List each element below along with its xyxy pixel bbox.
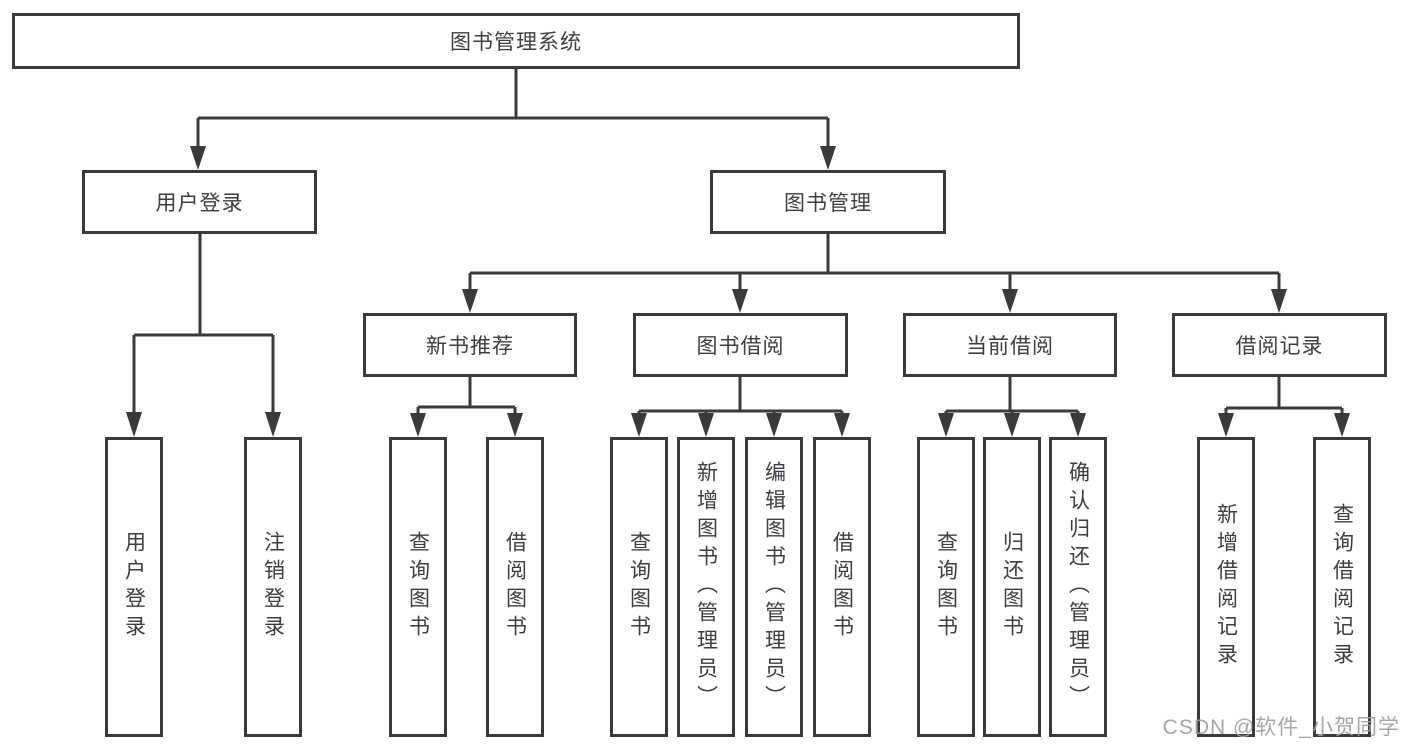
leaf-logout-label: 注销登录 xyxy=(261,531,285,643)
leaf-borrow-edit-books-admin-label: 编辑图书（管理员） xyxy=(762,461,786,713)
leaf-borrow-add-books-admin-label: 新增图书（管理员） xyxy=(694,461,718,713)
node-new-book-recommend: 新书推荐 xyxy=(363,313,577,377)
node-book-borrow: 图书借阅 xyxy=(633,313,848,377)
leaf-current-confirm-return-admin-label: 确认归还（管理员） xyxy=(1066,461,1090,713)
connector-bookborrow-children xyxy=(637,377,844,421)
leaf-newbook-query-books: 查询图书 xyxy=(389,437,447,737)
csdn-watermark: CSDN @软件_小贺同学 xyxy=(1162,716,1400,739)
leaf-newbook-borrow-books-label: 借阅图书 xyxy=(503,531,527,643)
leaf-borrow-borrow-books-label: 借阅图书 xyxy=(830,531,854,643)
leaf-current-confirm-return-admin: 确认归还（管理员） xyxy=(1049,437,1107,737)
node-book-management: 图书管理 xyxy=(710,170,946,234)
node-user-login: 用户登录 xyxy=(82,170,317,234)
leaf-logout: 注销登录 xyxy=(244,437,302,737)
leaf-current-return-books: 归还图书 xyxy=(983,437,1041,737)
connector-root-to-level2 xyxy=(196,69,830,152)
leaf-current-query-books-label: 查询图书 xyxy=(934,531,958,643)
connector-newbook-children xyxy=(416,377,517,420)
leaf-current-return-books-label: 归还图书 xyxy=(1000,531,1024,643)
leaf-records-query-borrow-record: 查询借阅记录 xyxy=(1313,437,1371,737)
leaf-newbook-borrow-books: 借阅图书 xyxy=(486,437,544,737)
leaf-borrow-query-books-label: 查询图书 xyxy=(627,531,651,643)
leaf-borrow-borrow-books: 借阅图书 xyxy=(813,437,871,737)
leaf-newbook-query-books-label: 查询图书 xyxy=(406,531,430,643)
node-borrow-records: 借阅记录 xyxy=(1172,313,1387,377)
leaf-current-query-books: 查询图书 xyxy=(917,437,975,737)
node-current-borrow: 当前借阅 xyxy=(903,313,1117,377)
leaf-borrow-query-books: 查询图书 xyxy=(610,437,668,737)
arrowheads xyxy=(126,146,1350,437)
leaf-user-login: 用户登录 xyxy=(105,437,163,737)
leaf-borrow-edit-books-admin: 编辑图书（管理员） xyxy=(745,437,803,737)
leaf-records-add-borrow-record-label: 新增借阅记录 xyxy=(1214,503,1238,671)
node-library-management-system: 图书管理系统 xyxy=(12,13,1020,69)
leaf-user-login-label: 用户登录 xyxy=(122,531,146,643)
leaf-borrow-add-books-admin: 新增图书（管理员） xyxy=(677,437,735,737)
leaf-records-add-borrow-record: 新增借阅记录 xyxy=(1197,437,1255,737)
connector-userlogin-children xyxy=(132,234,275,419)
connector-bookmgmt-children xyxy=(468,234,1281,295)
leaf-records-query-borrow-record-label: 查询借阅记录 xyxy=(1330,503,1354,671)
connector-borrowrecords-children xyxy=(1224,377,1344,420)
